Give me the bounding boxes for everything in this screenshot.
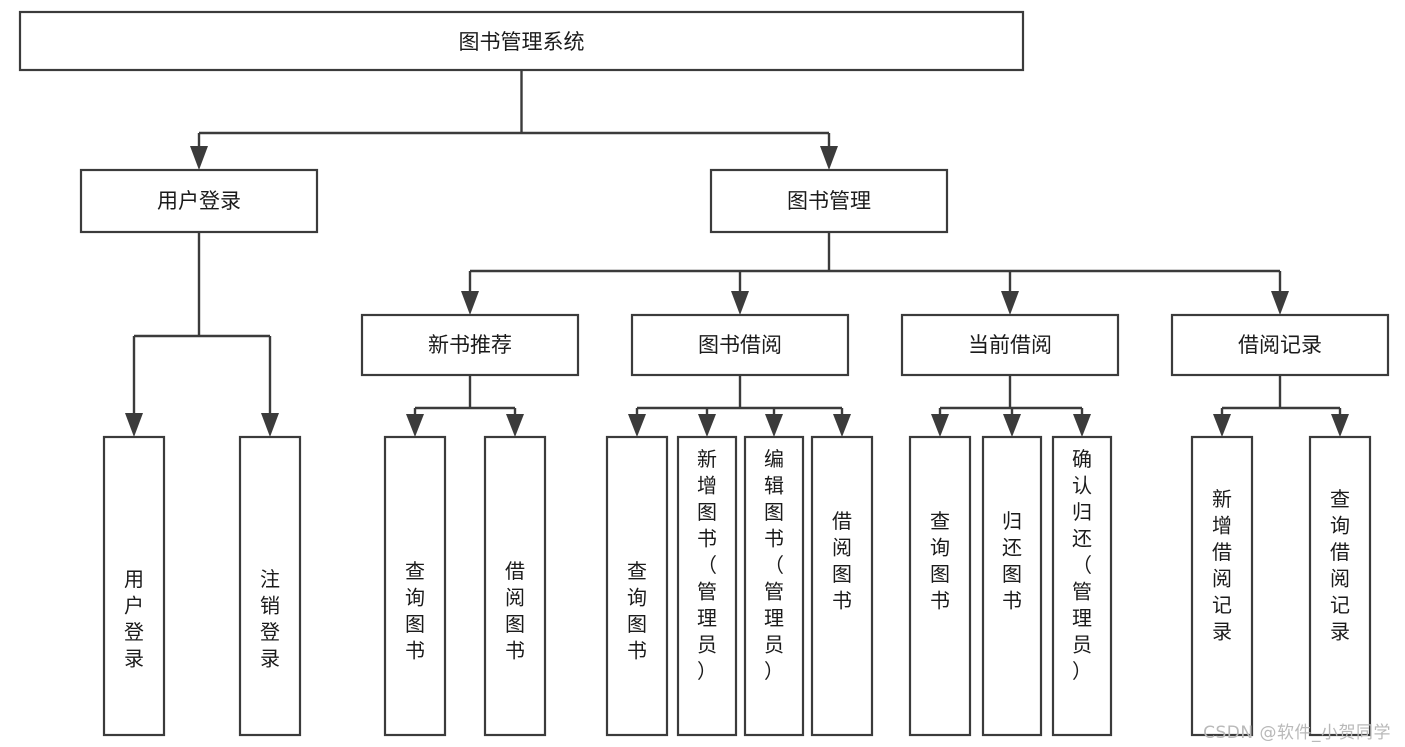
leaf-add-record-label: 新增借阅记录 xyxy=(1212,487,1232,644)
leaf-confirm-return-admin-label: 确认归还（管理员） xyxy=(1072,447,1092,683)
book-borrow-label: 图书借阅 xyxy=(698,333,782,357)
leaf-node-edit-book-admin[interactable]: 编辑图书（管理员） xyxy=(743,435,805,737)
connector-layer xyxy=(125,70,1349,437)
leaf-query-book-rec-box[interactable] xyxy=(383,435,447,737)
arrow-to-leaf-borrow-book xyxy=(833,414,851,437)
arrow-to-leaf-edit-book-admin xyxy=(765,414,783,437)
arrow-to-leaf-logout xyxy=(261,413,279,437)
leaf-node-query-book-rec[interactable]: 查询图书 xyxy=(383,435,447,737)
leaf-node-add-book-admin[interactable]: 新增图书（管理员） xyxy=(676,435,738,737)
leaf-query-book-borrow-label: 查询图书 xyxy=(627,559,647,663)
user-login-box[interactable] xyxy=(79,168,319,234)
leaf-add-book-admin-box[interactable] xyxy=(676,435,738,737)
node-book-manage[interactable]: 图书管理 xyxy=(709,168,949,234)
arrow-to-borrow-record xyxy=(1271,291,1289,315)
arrow-to-new-book-recommend xyxy=(461,291,479,315)
new-book-recommend-box[interactable] xyxy=(360,313,580,377)
arrow-to-current-borrow xyxy=(1001,291,1019,315)
leaf-node-borrow-book[interactable]: 借阅图书 xyxy=(810,435,874,737)
leaf-borrow-book-label: 借阅图书 xyxy=(832,509,852,613)
arrow-to-leaf-add-record xyxy=(1213,414,1231,437)
leaf-query-book-current-label: 查询图书 xyxy=(930,509,950,613)
leaf-return-book-box[interactable] xyxy=(981,435,1043,737)
book-manage-box[interactable] xyxy=(709,168,949,234)
arrow-to-leaf-borrow-book-rec xyxy=(506,414,524,437)
leaf-user-login-box[interactable] xyxy=(102,435,166,737)
leaf-logout-label: 注销登录 xyxy=(260,567,280,671)
arrow-to-leaf-query-record xyxy=(1331,414,1349,437)
arrow-to-book-manage xyxy=(820,146,838,170)
watermark-label: CSDN @软件_小贺同学 xyxy=(1203,723,1391,743)
leaf-user-login-label: 用户登录 xyxy=(124,567,144,671)
leaf-borrow-book-rec-label: 借阅图书 xyxy=(505,559,525,663)
leaf-node-return-book[interactable]: 归还图书 xyxy=(981,435,1043,737)
node-book-borrow[interactable]: 图书借阅 xyxy=(630,313,850,377)
current-borrow-label: 当前借阅 xyxy=(968,333,1052,357)
node-borrow-record[interactable]: 借阅记录 xyxy=(1170,313,1390,377)
leaf-node-confirm-return-admin[interactable]: 确认归还（管理员） xyxy=(1051,435,1113,737)
leaf-logout-box[interactable] xyxy=(238,435,302,737)
book-borrow-box[interactable] xyxy=(630,313,850,377)
leaf-add-book-admin-label: 新增图书（管理员） xyxy=(697,447,717,683)
leaf-borrow-book-box[interactable] xyxy=(810,435,874,737)
leaf-query-record-label: 查询借阅记录 xyxy=(1330,487,1350,644)
leaf-node-query-book-current[interactable]: 查询图书 xyxy=(908,435,972,737)
leaf-edit-book-admin-label: 编辑图书（管理员） xyxy=(764,447,784,683)
leaf-edit-book-admin-box[interactable] xyxy=(743,435,805,737)
arrow-to-leaf-user-login xyxy=(125,413,143,437)
borrow-record-label: 借阅记录 xyxy=(1238,333,1322,357)
arrow-to-leaf-query-book-current xyxy=(931,414,949,437)
node-root[interactable]: 图书管理系统 xyxy=(18,10,1025,72)
leaf-node-borrow-book-rec[interactable]: 借阅图书 xyxy=(483,435,547,737)
root-label: 图书管理系统 xyxy=(459,30,585,54)
arrow-to-book-borrow xyxy=(731,291,749,315)
node-user-login[interactable]: 用户登录 xyxy=(79,168,319,234)
node-new-book-recommend[interactable]: 新书推荐 xyxy=(360,313,580,377)
borrow-record-box[interactable] xyxy=(1170,313,1390,377)
root-box[interactable] xyxy=(18,10,1025,72)
leaf-node-query-record[interactable]: 查询借阅记录 xyxy=(1308,435,1372,737)
new-book-recommend-label: 新书推荐 xyxy=(428,333,512,357)
leaf-node-logout[interactable]: 注销登录 xyxy=(238,435,302,737)
leaf-return-book-label: 归还图书 xyxy=(1002,509,1022,613)
leaf-query-book-rec-label: 查询图书 xyxy=(405,559,425,663)
leaf-node-add-record[interactable]: 新增借阅记录 xyxy=(1190,435,1254,737)
arrow-to-leaf-confirm-return-admin xyxy=(1073,414,1091,437)
current-borrow-box[interactable] xyxy=(900,313,1120,377)
arrow-to-leaf-add-book-admin xyxy=(698,414,716,437)
arrow-to-leaf-return-book xyxy=(1003,414,1021,437)
leaf-query-book-current-box[interactable] xyxy=(908,435,972,737)
arrow-to-user-login xyxy=(190,146,208,170)
arrow-to-leaf-query-book-borrow xyxy=(628,414,646,437)
leaf-borrow-book-rec-box[interactable] xyxy=(483,435,547,737)
arrow-to-leaf-query-book-rec xyxy=(406,414,424,437)
node-current-borrow[interactable]: 当前借阅 xyxy=(900,313,1120,377)
leaf-query-book-borrow-box[interactable] xyxy=(605,435,669,737)
leaf-confirm-return-admin-box[interactable] xyxy=(1051,435,1113,737)
leaf-node-user-login[interactable]: 用户登录 xyxy=(102,435,166,737)
user-login-label: 用户登录 xyxy=(157,189,241,213)
leaf-node-query-book-borrow[interactable]: 查询图书 xyxy=(605,435,669,737)
book-manage-label: 图书管理 xyxy=(787,189,871,213)
leaf-add-record-box[interactable] xyxy=(1190,435,1254,737)
leaf-query-record-box[interactable] xyxy=(1308,435,1372,737)
